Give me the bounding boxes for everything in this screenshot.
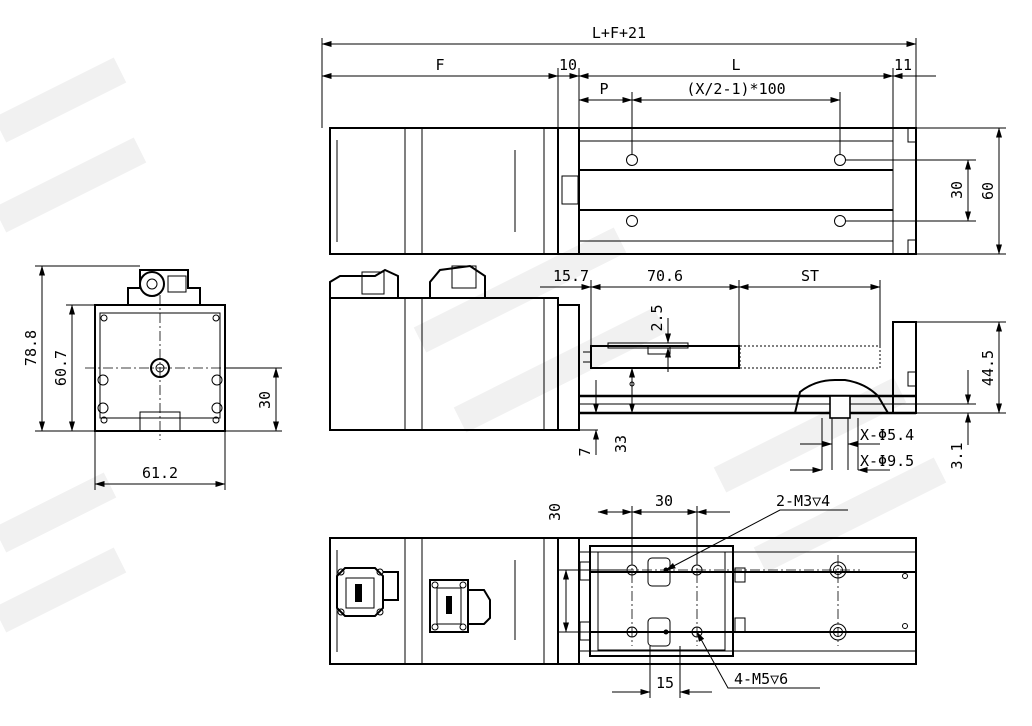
dim-end-11: 11 xyxy=(894,56,912,74)
dim-end-width: 61.2 xyxy=(142,464,178,482)
dim-plate-10: 10 xyxy=(559,56,577,74)
dim-top-60: 60 xyxy=(979,182,997,200)
dim-overall-length: L+F+21 xyxy=(592,24,646,42)
dim-end-center-height: 30 xyxy=(256,391,274,409)
dim-carriage-length: 70.6 xyxy=(647,267,683,285)
dim-end-body-height: 60.7 xyxy=(52,350,70,386)
dim-hole-offset-p: P xyxy=(599,80,608,98)
dim-hole-large-dia: X-Φ9.5 xyxy=(860,452,914,470)
dim-top-30: 30 xyxy=(948,181,966,199)
dim-side-3-1: 3.1 xyxy=(948,442,966,469)
dim-side-7: 7 xyxy=(576,447,594,456)
dim-hole-pitch: (X/2-1)*100 xyxy=(686,80,785,98)
dim-motor-length-f: F xyxy=(435,56,444,74)
dim-bottom-30-horiz: 30 xyxy=(655,492,673,510)
callout-m3-thread: 2-M3▽4 xyxy=(776,492,830,510)
dim-bottom-15: 15 xyxy=(656,674,674,692)
dim-end-height: 78.8 xyxy=(22,330,40,366)
dimension-labels: L+F+21 F 10 L 11 P (X/2-1)*100 30 60 78.… xyxy=(22,24,997,692)
dim-rail-length-l: L xyxy=(731,56,740,74)
end-view xyxy=(35,265,282,490)
top-view xyxy=(321,38,1006,255)
bottom-view xyxy=(329,506,917,698)
callout-m5-thread: 4-M5▽6 xyxy=(734,670,788,688)
dim-side-15-7: 15.7 xyxy=(553,267,589,285)
dim-stroke-st: ST xyxy=(801,267,819,285)
dim-bottom-30-vert: 30 xyxy=(546,503,564,521)
dim-side-33: 33 xyxy=(612,435,630,453)
dim-side-2-5: 2.5 xyxy=(648,304,666,331)
watermark xyxy=(0,57,947,633)
dim-side-44-5: 44.5 xyxy=(979,350,997,386)
side-view xyxy=(329,264,1006,473)
dim-hole-small-dia: X-Φ5.4 xyxy=(860,426,914,444)
